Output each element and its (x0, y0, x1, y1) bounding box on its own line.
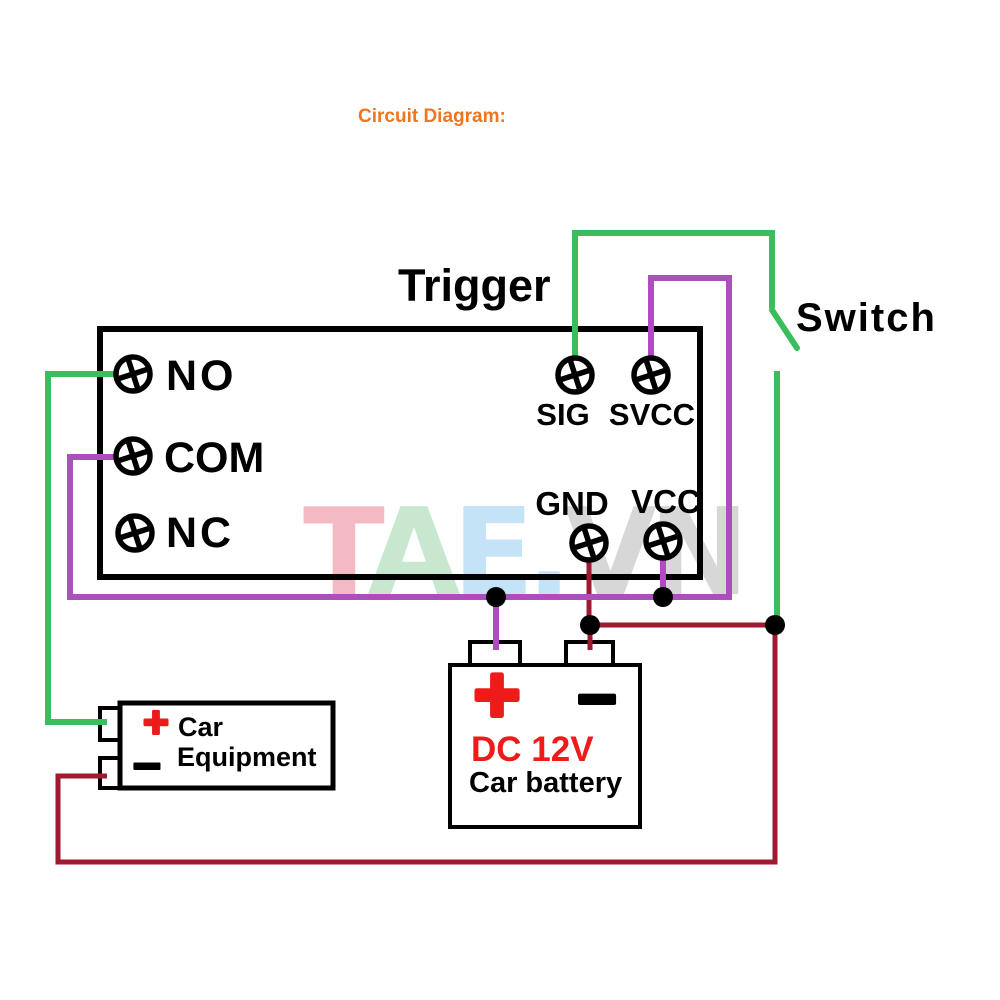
relay-vcc-label: VCC (631, 483, 701, 520)
battery-minus-symbol: − (577, 661, 617, 737)
watermark-letter: A (368, 484, 461, 623)
battery-name-label: Car battery (469, 767, 622, 799)
terminal-nc-screw-icon (115, 513, 155, 553)
battery-box (448, 663, 642, 829)
junction-dot-battery-plus (486, 587, 506, 607)
junction-dot-gnd (580, 615, 600, 635)
page-title: Circuit Diagram: (358, 106, 506, 127)
wire-com-to-svcc-bus (67, 275, 732, 600)
relay-nc-label: NC (166, 509, 234, 557)
screw-terminals (113, 354, 683, 563)
relay-module-box (97, 326, 703, 580)
relay-svcc-label: SVCC (609, 397, 695, 432)
relay-no-label: NO (166, 352, 237, 400)
terminal-gnd-screw-icon (569, 523, 609, 563)
battery-plus-symbol: + (474, 650, 521, 739)
junction-dot-vcc (653, 587, 673, 607)
relay-sig-label: SIG (536, 397, 589, 432)
relay-com-label: COM (164, 434, 264, 482)
junction-dots (486, 587, 785, 635)
terminal-svcc-screw-icon (631, 355, 671, 395)
terminal-com-screw-icon (113, 436, 153, 476)
wire-no-to-equipment-plus (45, 371, 133, 725)
terminal-sig-screw-icon (555, 355, 595, 395)
trigger-label: Trigger (398, 260, 551, 311)
terminal-vcc-screw-icon (643, 521, 683, 561)
switch-label: Switch (796, 296, 937, 340)
equipment-plus-symbol: + (143, 698, 169, 747)
battery-voltage-label: DC 12V (471, 730, 594, 769)
equipment-label-line2: Equipment (177, 742, 317, 772)
relay-gnd-label: GND (535, 485, 608, 522)
junction-dot-switch-negative (765, 615, 785, 635)
switch-blade (769, 307, 800, 351)
green-wires (45, 230, 800, 725)
wire-negative-to-equipment-minus (55, 625, 778, 865)
terminal-no-screw-icon (113, 354, 153, 394)
wire-sig-to-switch (572, 230, 775, 376)
equipment-minus-symbol: − (132, 738, 161, 794)
equipment-label-line1: Car (178, 712, 224, 742)
equipment-box (117, 700, 336, 791)
